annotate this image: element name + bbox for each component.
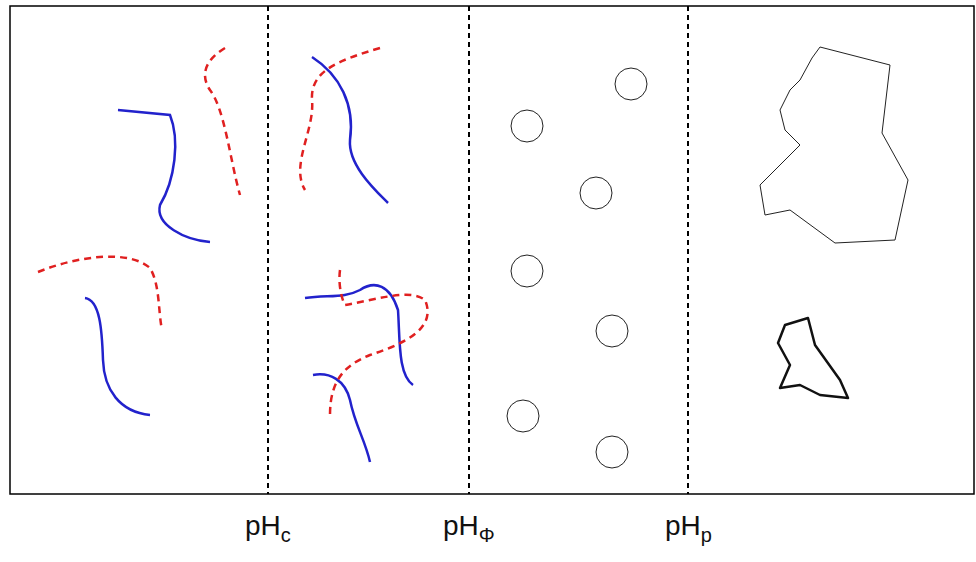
ph-subscript: c bbox=[281, 524, 291, 546]
ph-marker: pHp bbox=[665, 512, 712, 540]
ph-marker: pHΦ bbox=[443, 512, 495, 540]
red-chains bbox=[38, 48, 428, 415]
ph-subscript: p bbox=[701, 524, 712, 546]
ph-label: pH bbox=[665, 510, 701, 541]
frame bbox=[10, 6, 974, 494]
ph-subscript: Φ bbox=[479, 524, 495, 546]
particles bbox=[507, 68, 647, 468]
ph-marker: pHc bbox=[245, 512, 291, 540]
phase-boundaries bbox=[268, 6, 688, 494]
large-aggregate bbox=[760, 47, 908, 243]
small-aggregate bbox=[778, 318, 848, 398]
ph-label: pH bbox=[443, 510, 479, 541]
ph-label: pH bbox=[245, 510, 281, 541]
